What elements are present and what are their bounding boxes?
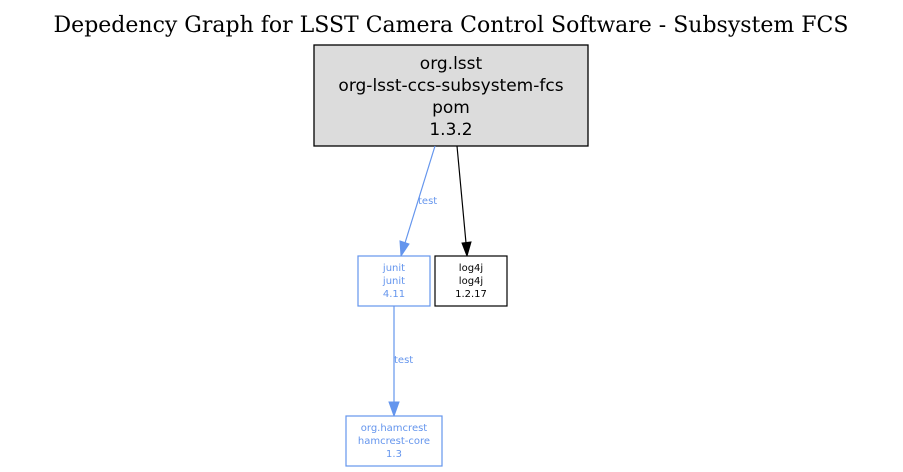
node-root-version: 1.3.2	[429, 120, 472, 140]
graph-title: Depedency Graph for LSST Camera Control …	[54, 13, 849, 38]
node-log4j-version: 1.2.17	[455, 289, 487, 300]
node-hamcrest-version: 1.3	[386, 449, 402, 460]
arrowhead-icon	[388, 401, 400, 418]
edge-label: test	[418, 196, 437, 207]
arrowhead-icon	[461, 241, 472, 258]
node-hamcrest[interactable]: org.hamcrest hamcrest-core 1.3	[345, 415, 443, 467]
edge-line	[404, 145, 436, 244]
edge-line	[456, 145, 467, 244]
node-junit[interactable]: junit junit 4.11	[357, 255, 431, 307]
node-log4j-box	[434, 255, 508, 307]
node-junit-box	[357, 255, 431, 307]
node-log4j[interactable]: log4j log4j 1.2.17	[434, 255, 508, 307]
node-root-artifact: org-lsst-ccs-subsystem-fcs	[338, 76, 563, 96]
edge-junit-hamcrest: test	[388, 306, 413, 418]
node-log4j-group: log4j	[459, 263, 483, 274]
node-root-type: pom	[432, 98, 470, 118]
node-hamcrest-artifact: hamcrest-core	[358, 436, 430, 447]
node-root-group: org.lsst	[420, 54, 483, 74]
node-log4j-artifact: log4j	[459, 276, 483, 287]
node-root[interactable]: org.lsst org-lsst-ccs-subsystem-fcs pom …	[313, 44, 589, 147]
arrowhead-icon	[399, 240, 410, 258]
node-junit-version: 4.11	[383, 289, 405, 300]
edge-label: test	[394, 355, 413, 366]
node-junit-artifact: junit	[382, 276, 405, 287]
node-hamcrest-group: org.hamcrest	[361, 423, 428, 434]
edge-root-log4j	[456, 145, 472, 258]
node-root-box	[313, 44, 589, 147]
edge-root-junit: test	[399, 145, 437, 258]
node-hamcrest-box	[345, 415, 443, 467]
node-junit-group: junit	[382, 263, 405, 274]
